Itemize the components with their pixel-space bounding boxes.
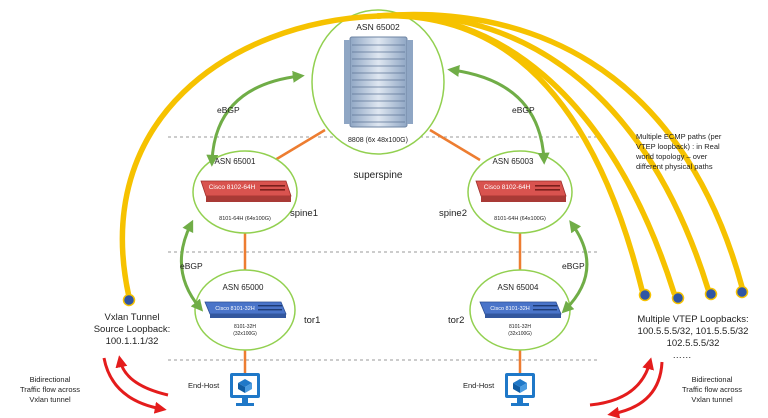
ecmp-note: Multiple ECMP paths (per VTEP loopback) …	[635, 132, 722, 171]
spine2-label: spine2	[439, 208, 467, 219]
end-host-2[interactable]: End-Host	[463, 373, 535, 406]
end-host-1[interactable]: End-Host	[188, 373, 260, 406]
monitor-icon	[230, 373, 260, 406]
tor2-brand: Cisco 8101-32H	[490, 306, 529, 312]
bidir-right-line3: Vxlan tunnel	[691, 395, 733, 404]
spine2-model: 8101-64H (64x100G)	[494, 216, 546, 222]
tor1-model-line1: 8101-32H	[234, 324, 256, 330]
ebgp-label-4: eBGP	[562, 261, 585, 271]
superspine-chassis-icon	[344, 36, 413, 128]
spine2-brand: Cisco 8102-64H	[484, 184, 531, 191]
tor2-model-line2: (32x100G)	[508, 331, 532, 337]
ecmp-note-line4: different physical paths	[636, 162, 713, 171]
ecmp-note-line3: world topology – over	[635, 152, 708, 161]
tor1-label: tor1	[304, 315, 320, 326]
traffic-arrow-right-up	[589, 357, 654, 407]
end-host-2-label: End-Host	[463, 381, 495, 390]
spine1-label: spine1	[290, 208, 318, 219]
spine2-node[interactable]: ASN 65003 Cisco 8102-64H 8101-64H (64x10…	[467, 150, 573, 234]
right-loopback-line1: Multiple VTEP Loopbacks:	[637, 314, 748, 325]
superspine-node[interactable]: ASN 65002 8808 (6x 48x100G)	[311, 9, 445, 155]
left-loopback-text: Vxlan Tunnel Source Loopback: 100.1.1.1/…	[94, 312, 171, 347]
vxlan-tunnel-arcs	[119, 11, 745, 300]
loopback-dots	[122, 285, 749, 307]
loopback-dot-source[interactable]	[122, 293, 136, 307]
bidir-left-line3: Vxlan tunnel	[29, 395, 71, 404]
bidir-left-line1: Bidirectional	[30, 375, 71, 384]
spine2-switch-icon	[475, 180, 567, 202]
ebgp-arrow-spine1-tor1	[179, 219, 204, 312]
ebgp-arrow-spine2-tor2	[561, 220, 589, 314]
loopback-dot-vtep-4[interactable]	[735, 285, 749, 299]
monitor-icon	[505, 373, 535, 406]
right-loopback-text: Multiple VTEP Loopbacks: 100.5.5.5/32, 1…	[637, 314, 748, 361]
tor2-node[interactable]: ASN 65004 Cisco 8101-32H 8101-32H (32x10…	[469, 269, 571, 351]
right-loopback-line2: 100.5.5.5/32, 101.5.5.5/32	[638, 326, 749, 337]
right-loopback-line4: ……	[673, 350, 692, 361]
tor2-switch-icon	[479, 301, 562, 318]
link-superspine-spine1	[274, 128, 326, 162]
ebgp-label-1: eBGP	[217, 105, 240, 115]
spine1-node[interactable]: ASN 65001 Cisco 8102-64H 8101-64H (64x10…	[192, 150, 298, 234]
end-host-1-label: End-Host	[188, 381, 220, 390]
bidir-left-text: Bidirectional Traffic flow across Vxlan …	[20, 375, 80, 404]
tor1-switch-icon	[204, 301, 287, 318]
traffic-arrows	[102, 355, 664, 418]
bidir-left-line2: Traffic flow across	[20, 385, 80, 394]
spine1-model: 8101-64H (64x100G)	[219, 216, 271, 222]
tor1-node[interactable]: ASN 65000 Cisco 8101-32H 8101-32H (32x10…	[194, 269, 296, 351]
right-loopback-line3: 102.5.5.5/32	[667, 338, 720, 349]
traffic-arrow-left-down	[102, 357, 167, 414]
ebgp-label-2: eBGP	[512, 105, 535, 115]
traffic-arrow-left-up	[115, 355, 169, 397]
loopback-dot-vtep-2[interactable]	[671, 291, 685, 305]
left-loopback-line1: Vxlan Tunnel	[105, 312, 160, 323]
ebgp-sessions	[179, 65, 589, 314]
ecmp-note-line2: VTEP loopback) : in Real	[636, 142, 720, 151]
ebgp-arrow-superspine-spine2	[447, 65, 550, 165]
ebgp-label-3: eBGP	[180, 261, 203, 271]
tor1-model-line2: (32x100G)	[233, 331, 257, 337]
tor1-brand: Cisco 8101-32H	[215, 306, 254, 312]
tor2-asn: ASN 65004	[498, 283, 539, 292]
ebgp-arrow-superspine-spine1	[206, 70, 305, 167]
spine1-asn: ASN 65001	[215, 157, 256, 166]
bidir-right-text: Bidirectional Traffic flow across Vxlan …	[682, 375, 742, 404]
tor2-label: tor2	[448, 315, 464, 326]
superspine-model: 8808 (6x 48x100G)	[348, 137, 408, 144]
spine1-brand: Cisco 8102-64H	[209, 184, 256, 191]
left-loopback-line2: Source Loopback:	[94, 324, 171, 335]
tor1-asn: ASN 65000	[223, 283, 264, 292]
spine1-switch-icon	[200, 180, 292, 202]
loopback-dot-vtep-3[interactable]	[704, 287, 718, 301]
bidir-right-line2: Traffic flow across	[682, 385, 742, 394]
ecmp-note-line1: Multiple ECMP paths (per	[636, 132, 722, 141]
link-superspine-spine2	[429, 128, 481, 162]
bidir-right-line1: Bidirectional	[692, 375, 733, 384]
left-loopback-line3: 100.1.1.1/32	[106, 336, 159, 347]
tor2-model-line1: 8101-32H	[509, 324, 531, 330]
traffic-arrow-right-down	[607, 361, 664, 418]
spine2-asn: ASN 65003	[493, 157, 534, 166]
loopback-dot-vtep-1[interactable]	[638, 288, 652, 302]
superspine-label: superspine	[354, 170, 403, 181]
tunnel-arc-4	[375, 11, 745, 290]
superspine-asn: ASN 65002	[356, 22, 400, 32]
